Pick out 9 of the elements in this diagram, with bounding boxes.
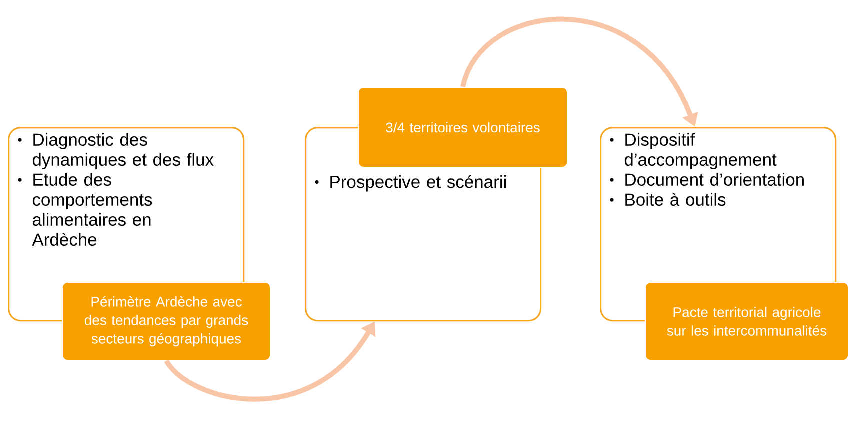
bullet-item: Dispositif d’accompagnement [624, 133, 777, 170]
label-box: Pacte territorial agricole sur les intercommunalités [645, 282, 849, 361]
bullet-item: Boite à outils [626, 192, 726, 206]
bullet-item: Diagnostic des dynamiques et des flux [32, 133, 214, 170]
bullet-item: Prospective et scénarii [330, 175, 506, 192]
label-box: 3/4 territoires volontaires [358, 87, 568, 168]
bullet-item: Document d’orientation [626, 173, 804, 186]
bullet-item: Etude des comportements alimentaires en Ardèche [32, 173, 152, 246]
label-box: Périmètre Ardèche avec des tendances par grands secteurs géographiques [62, 282, 271, 361]
